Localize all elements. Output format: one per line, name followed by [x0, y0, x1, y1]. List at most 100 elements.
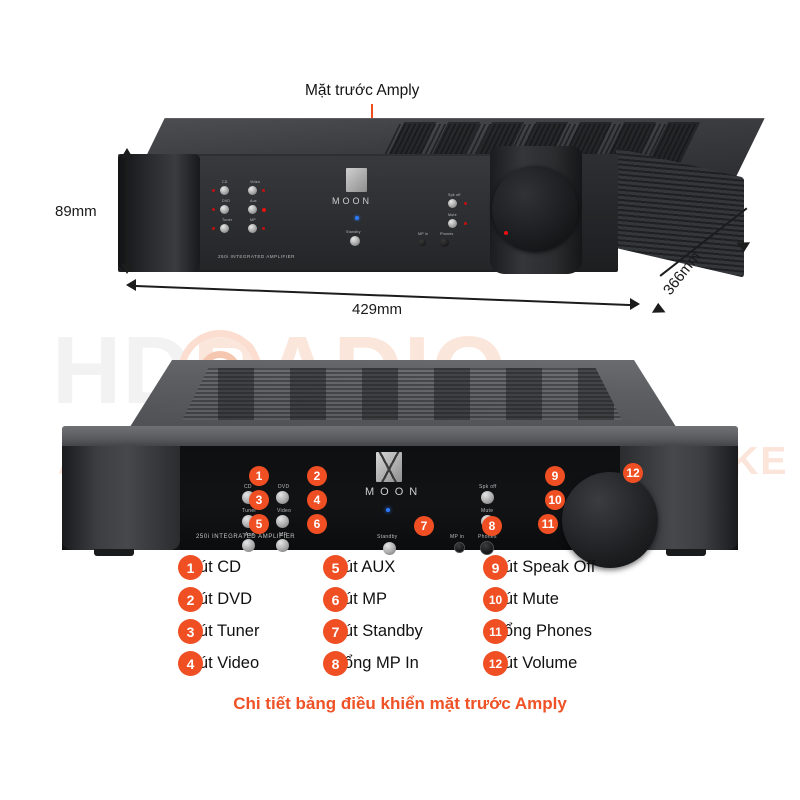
- legend-badge-11: 11: [483, 619, 508, 644]
- amp-top-button-spk-off[interactable]: [448, 199, 457, 208]
- amp-top-led-aux: [262, 208, 266, 212]
- legend-badge-4: 4: [178, 651, 203, 676]
- legend: 1 Nút CD 2 Nút DVD 3 Nút Tuner 4 Nút Vid…: [178, 555, 778, 683]
- dim-height-line: [126, 156, 128, 266]
- amp-bot-model-text: 250i INTEGRATED AMPLIFIER: [196, 534, 296, 540]
- amp-top-moon-logo-icon: [346, 168, 367, 192]
- callout-badge-4[interactable]: 4: [307, 490, 327, 510]
- amp-top-volume-knob[interactable]: [492, 166, 578, 252]
- callout-badge-8[interactable]: 8: [482, 516, 502, 536]
- callout-badge-1[interactable]: 1: [249, 466, 269, 486]
- callout-badge-6[interactable]: 6: [307, 514, 327, 534]
- amp-bot-button-standby[interactable]: [383, 542, 396, 555]
- callout-badge-9[interactable]: 9: [545, 466, 565, 486]
- amp-top-led-tuner: [212, 227, 215, 230]
- legend-item-5[interactable]: 5 Nút AUX: [323, 555, 396, 580]
- legend-item-2[interactable]: 2 Nút DVD: [178, 587, 252, 612]
- amp-bot-label-phones: Phones: [478, 534, 497, 540]
- amp-top-button-standby[interactable]: [350, 236, 360, 246]
- amp-bot-top-edge: [62, 426, 738, 448]
- amp-top-button-cd[interactable]: [220, 186, 229, 195]
- amp-top-led-spk-off: [464, 202, 467, 205]
- legend-label-5: Nút AUX: [332, 558, 396, 576]
- amp-top-button-dvd[interactable]: [220, 205, 229, 214]
- amp-top-label-dvd: DVD: [222, 199, 231, 203]
- amp-bot-vent-grille: [182, 368, 622, 420]
- legend-badge-3: 3: [178, 619, 203, 644]
- figure-caption: Chi tiết bảng điều khiển mặt trước Amply: [233, 694, 567, 713]
- legend-item-12[interactable]: 12 Nút Volume: [483, 651, 577, 676]
- amp-top-left-cheek: [118, 154, 200, 272]
- amp-bot-label-spk-off: Spk off: [479, 484, 497, 490]
- amp-bot-button-spk-off[interactable]: [481, 491, 494, 504]
- amp-bot-button-mp[interactable]: [276, 539, 289, 552]
- callout-title: Mặt trước Amply: [305, 82, 420, 99]
- amp-bot-moon-logo-icon: [376, 452, 402, 482]
- callout-badge-12[interactable]: 12: [623, 463, 643, 483]
- dim-width-label: 429mm: [352, 301, 403, 318]
- legend-item-7[interactable]: 7 Nút Standby: [323, 619, 423, 644]
- amp-top-button-video[interactable]: [248, 186, 257, 195]
- callout-badge-7[interactable]: 7: [414, 516, 434, 536]
- legend-item-10[interactable]: 10 Nút Mute: [483, 587, 559, 612]
- amp-top-button-aux[interactable]: [248, 205, 257, 214]
- amp-bot-label-standby: Standby: [377, 534, 398, 540]
- amp-bot-button-video[interactable]: [276, 515, 289, 528]
- amp-top-label-cd: CD: [222, 180, 228, 184]
- amp-bot-button-aux[interactable]: [242, 539, 255, 552]
- legend-badge-10: 10: [483, 587, 508, 612]
- legend-item-1[interactable]: 1 Nút CD: [178, 555, 241, 580]
- legend-item-9[interactable]: 9 Nút Speak Off: [483, 555, 596, 580]
- amp-bot-foot-right: [666, 549, 706, 556]
- amp-bot-label-cd: CD: [244, 484, 252, 490]
- amp-bot-volume-knob[interactable]: [562, 472, 658, 568]
- legend-item-3[interactable]: 3 Nút Tuner: [178, 619, 259, 644]
- legend-badge-7: 7: [323, 619, 348, 644]
- amp-top-led-mute: [464, 222, 467, 225]
- legend-label-7: Nút Standby: [332, 622, 423, 640]
- callout-badge-5[interactable]: 5: [249, 514, 269, 534]
- legend-badge-1: 1: [178, 555, 203, 580]
- amp-top-button-tuner[interactable]: [220, 224, 229, 233]
- legend-item-4[interactable]: 4 Nút Video: [178, 651, 260, 676]
- legend-item-6[interactable]: 6 Nút MP: [323, 587, 387, 612]
- amp-top-led-cd: [212, 189, 215, 192]
- amp-top-model-text: 250i INTEGRATED AMPLIFIER: [218, 254, 295, 259]
- amp-top-label-mp: MP: [250, 218, 256, 222]
- callout-badge-10[interactable]: 10: [545, 490, 565, 510]
- dim-width-arrow-left: [126, 279, 136, 291]
- callout-badge-2[interactable]: 2: [307, 466, 327, 486]
- dim-depth-arrow-near: [649, 302, 666, 320]
- amp-bot-jack-phones[interactable]: [480, 541, 494, 555]
- legend-item-8[interactable]: 8 Cổng MP In: [323, 651, 419, 676]
- amp-bot-label-video: Video: [277, 508, 292, 514]
- amp-top-jack-mp-in[interactable]: [419, 239, 426, 246]
- callout-badge-11[interactable]: 11: [538, 514, 558, 534]
- dim-height-arrow-down: [121, 264, 133, 274]
- amp-bot-label-dvd: DVD: [278, 484, 290, 490]
- legend-label-8: Cổng MP In: [332, 654, 419, 672]
- amp-bot-label-mute: Mute: [481, 508, 494, 514]
- legend-item-11[interactable]: 11 Cổng Phones: [483, 619, 592, 644]
- amp-bot-label-mp: MP: [279, 532, 288, 538]
- amp-bot-left-cheek: [62, 446, 180, 550]
- amp-bot-jack-mp-in[interactable]: [454, 542, 465, 553]
- amp-top-jack-phones[interactable]: [440, 238, 449, 247]
- legend-label-9: Nút Speak Off: [492, 558, 596, 576]
- amp-top-label-aux: Aux: [250, 199, 257, 203]
- callout-badge-3[interactable]: 3: [249, 490, 269, 510]
- legend-label-4: Nút Video: [187, 654, 260, 672]
- amp-bot-button-dvd[interactable]: [276, 491, 289, 504]
- amp-top-volume-led: [504, 231, 508, 235]
- amp-bot-foot-left: [94, 549, 134, 556]
- amp-bot-power-led: [386, 508, 390, 512]
- legend-badge-12: 12: [483, 651, 508, 676]
- legend-label-11: Cổng Phones: [492, 622, 592, 640]
- amp-bot-label-aux: Aux: [245, 532, 255, 538]
- amp-top-button-mute[interactable]: [448, 219, 457, 228]
- amp-top-button-mp[interactable]: [248, 224, 257, 233]
- dim-height-label: 89mm: [55, 203, 97, 220]
- amp-top-label-tuner: Tuner: [222, 218, 233, 222]
- amp-top-label-standby: Standby: [346, 230, 361, 234]
